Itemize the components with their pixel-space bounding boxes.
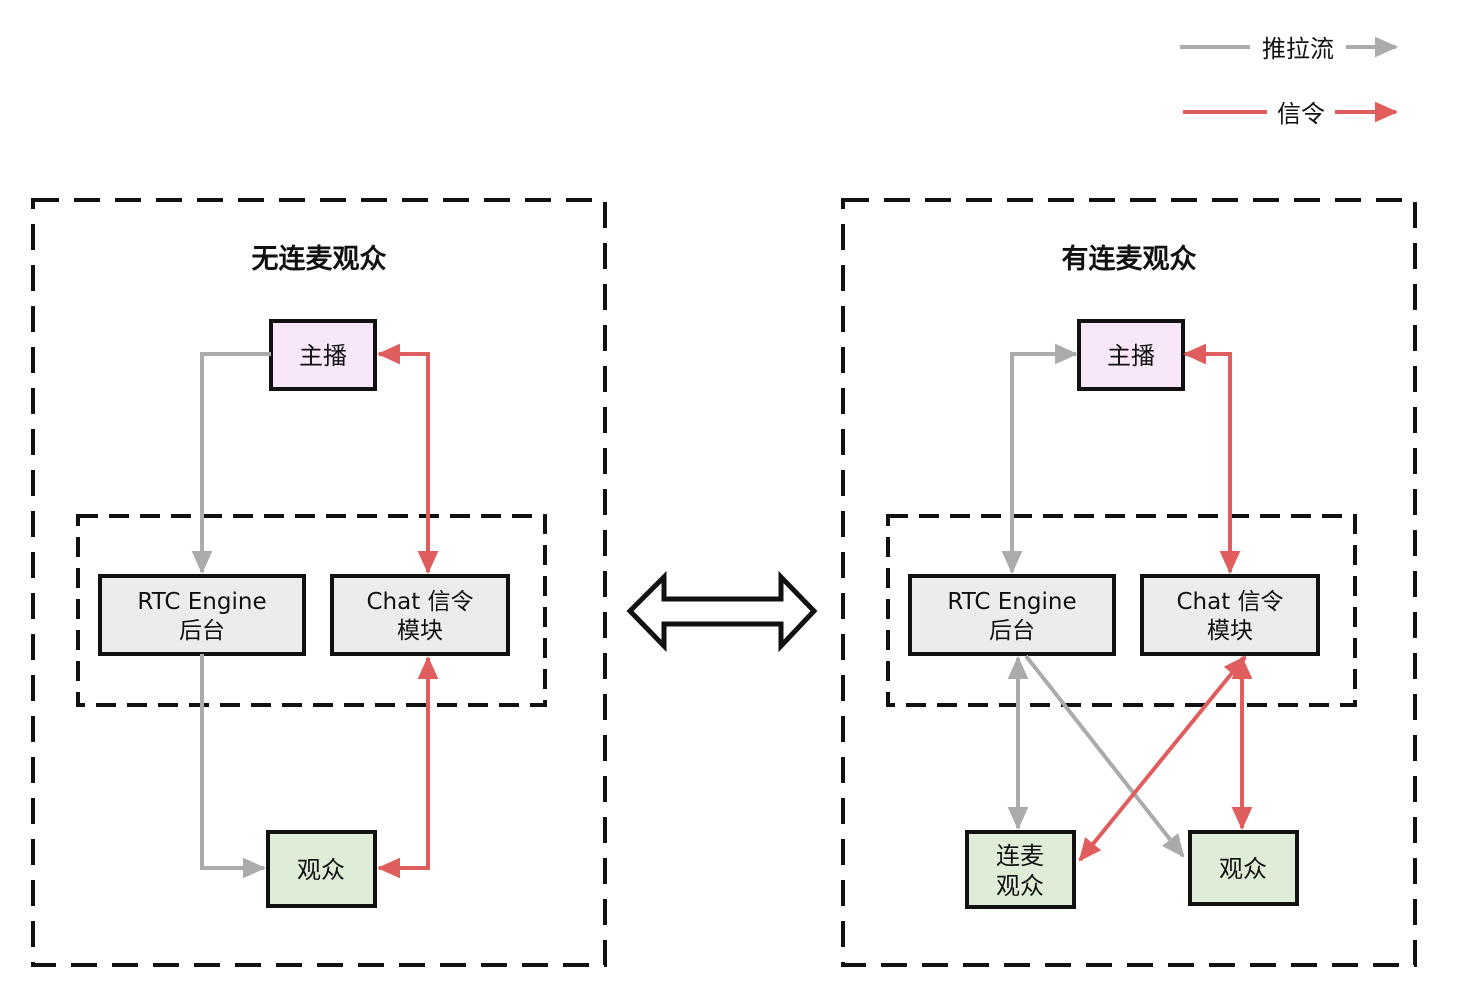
node-rtc-right — [908, 574, 1116, 656]
legend-signal-label: 信令 — [1277, 100, 1325, 128]
edge-right-anchor-rtc-stream — [1001, 343, 1078, 574]
legend: 推拉流 信令 — [1180, 30, 1398, 129]
node-chat-right-label-line1: Chat 信令 — [1176, 589, 1283, 615]
node-anchor-right — [1077, 319, 1185, 391]
node-anchor-right-label: 主播 — [1107, 342, 1155, 370]
node-rtc-right-label-line2: 后台 — [989, 618, 1035, 644]
node-rtc-left-label-line2: 后台 — [179, 618, 225, 644]
legend-signal-label-bg — [1267, 95, 1335, 129]
node-audience-left — [266, 830, 377, 908]
node-co-audience-right-label-line2: 观众 — [996, 872, 1044, 900]
panel-no-coanchor-title: 无连麦观众 — [252, 243, 387, 275]
node-co-audience-right-label-line1: 连麦 — [996, 842, 1044, 870]
node-co-audience-right — [965, 830, 1076, 909]
edge-left-rtc-to-audience-stream — [200, 654, 266, 879]
edge-left-anchor-chat-signal — [377, 343, 439, 574]
node-chat-left-label-line2: 模块 — [397, 618, 443, 644]
edge-left-chat-audience-signal — [377, 656, 439, 879]
node-audience-right-label: 观众 — [1219, 855, 1267, 883]
edge-right-rtc-to-audience-stream — [1024, 654, 1185, 858]
panel-no-coanchor-border — [31, 198, 607, 967]
panel-with-coanchor-title: 有连麦观众 — [1062, 243, 1197, 275]
edge-right-anchor-chat-signal — [1183, 343, 1241, 574]
node-rtc-left-label-line1: RTC Engine — [137, 589, 266, 615]
panels-exchange-arrow — [626, 570, 818, 653]
node-anchor-left-label: 主播 — [299, 342, 347, 370]
panel-no-coanchor: 无连麦观众 主播 RTC Engine 后台 Chat 信令 模块 观众 — [31, 198, 607, 967]
edge-right-chat-co-audience-signal — [1078, 655, 1247, 862]
node-chat-right — [1140, 574, 1320, 656]
node-chat-left-label-line1: Chat 信令 — [366, 589, 473, 615]
node-chat-left — [330, 574, 510, 656]
edge-left-anchor-to-rtc-stream — [191, 352, 271, 574]
backend-group-border-right — [886, 514, 1357, 707]
backend-group-border-left — [76, 514, 547, 707]
node-rtc-right-label-line1: RTC Engine — [947, 589, 1076, 615]
panel-with-coanchor: 有连麦观众 主播 RTC Engine 后台 Chat 信令 模块 连麦 观众 … — [841, 198, 1417, 967]
legend-stream-label: 推拉流 — [1262, 35, 1334, 63]
node-chat-right-label-line2: 模块 — [1207, 618, 1253, 644]
legend-stream-label-bg — [1250, 30, 1346, 64]
node-audience-left-label: 观众 — [297, 856, 345, 884]
panel-with-coanchor-border — [841, 198, 1417, 967]
